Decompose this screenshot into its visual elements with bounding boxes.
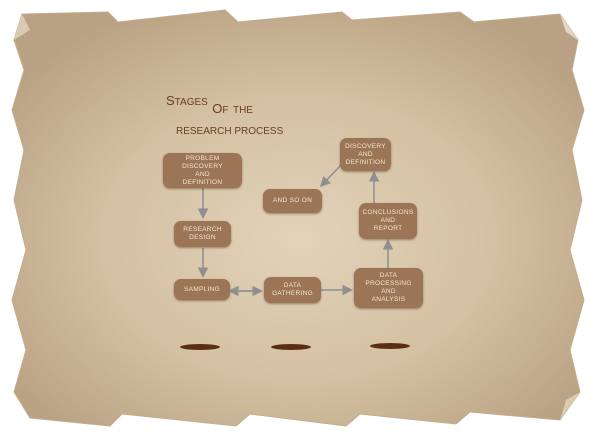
hole-middle <box>271 344 311 350</box>
parchment-sheet <box>12 10 584 426</box>
node-sampling: SAMPLING <box>174 279 230 300</box>
title-initial-o: O <box>212 101 222 116</box>
node-research-design: RESEARCH DESIGN <box>174 221 231 247</box>
node-problem-discovery: PROBLEM DISCOVERY AND DEFINITION <box>163 153 242 188</box>
node-discovery-definition: DISCOVERY AND DEFINITION <box>340 138 391 171</box>
title-initial-s: S <box>166 93 175 108</box>
node-data-gathering: DATA GATHERING <box>264 277 321 303</box>
hole-left <box>180 344 220 350</box>
hole-right <box>370 343 410 349</box>
node-data-processing: DATA PROCESSING AND ANALYSIS <box>354 268 423 308</box>
node-conclusions: CONCLUSIONS AND REPORT <box>359 203 417 239</box>
node-and-so-on: AND SO ON <box>263 189 322 213</box>
title-stages-rest: TAGES <box>175 97 208 108</box>
title-of-rest: F <box>222 105 228 116</box>
diagram-title-line2: RESEARCH PROCESS <box>176 126 283 137</box>
title-the: THE <box>233 105 253 116</box>
diagram-title-line1: STAGES OF THE <box>166 92 253 110</box>
